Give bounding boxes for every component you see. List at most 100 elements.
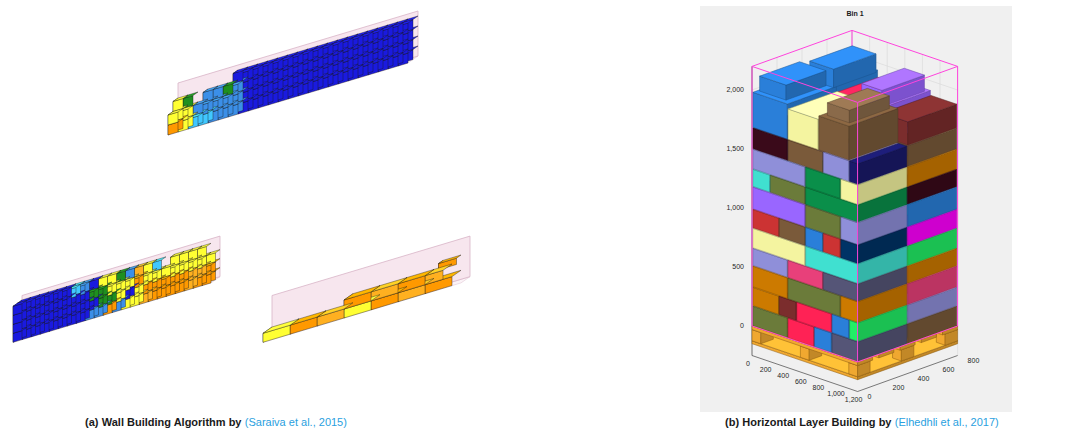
box-top [344,286,380,300]
box-top [862,68,925,90]
axis-line [752,66,753,355]
box-top [126,265,140,271]
caption-tag: (a) [85,416,98,428]
plot-title: Bin 1 [846,10,863,18]
axis-tick: 400 [777,372,789,380]
grid-line [957,66,958,355]
box-top [373,25,388,32]
box-top [108,270,122,276]
box-front [850,320,858,341]
bin-wire-front [752,30,958,362]
box-top [827,88,889,110]
box-top [72,281,86,287]
caption-row: (b)Horizontal Layer Building by(Elhedhli… [725,416,1002,428]
bin-edge [752,30,852,66]
bin-edge [858,66,958,102]
box-top [303,46,318,53]
container-floor [168,56,418,135]
container-wall [272,236,470,336]
bin-edge [852,30,958,66]
box-top [398,269,434,283]
box-top [383,22,398,29]
caption-tag: (b) [725,416,739,428]
box-top [198,243,212,249]
bin-edge [857,102,858,362]
box-top [393,19,408,26]
axis-tick: 800 [968,357,980,365]
citation: (Elhedhli et al., 2017) [895,416,999,428]
box-top [425,264,452,276]
box-top [183,92,198,99]
container-wall [22,236,220,336]
cargo-box [13,300,27,315]
box-top [313,43,328,50]
box-top [333,37,348,44]
box-front [850,161,858,184]
plot-grid [752,30,958,391]
axis-tick: 200 [893,384,905,392]
bin-box [760,62,826,100]
box-top [263,319,299,333]
box-top [810,46,876,69]
box-top [18,297,32,303]
axis-tick: 600 [943,366,955,374]
box-top [439,255,462,264]
axis-tick: 1,200 [845,396,863,404]
box-top [283,52,298,59]
box-top [171,251,185,257]
box-top [353,31,368,38]
bin-boxes [752,46,958,380]
bin-edge [752,66,858,102]
container-illustration [13,236,220,342]
container-illustration [168,11,418,135]
cargo-box [290,311,326,334]
axis-tick: 1,000 [827,390,845,398]
axis-tick: 600 [795,378,807,386]
axis-tick: 0 [746,360,750,368]
bin-edge [957,66,958,326]
caption-row: (a) Wall Building Algorithm by(Saraiva et… [85,416,350,428]
caption-text: Wall Building Algorithm by [102,416,242,428]
box-top [233,67,248,74]
box-top [323,40,338,47]
cargo-box [371,278,407,301]
cargo-box [263,319,299,342]
box-top [81,278,95,284]
box-top [213,83,228,90]
box-top [135,262,149,268]
box-top [63,284,77,290]
box-top [117,268,131,274]
box-top [153,257,167,263]
citation: (Saraiva et al., 2015) [245,416,347,428]
box-top [207,250,221,256]
box-top [162,263,176,269]
bin-plot [700,6,1012,412]
box-top [760,62,826,85]
box-top [27,295,41,301]
box-top [45,289,59,295]
bin-edge [752,326,858,362]
box-top [243,64,258,71]
cargo-box [344,286,380,309]
bin-box [827,88,889,123]
box-top [290,311,326,325]
container-illustration [263,236,470,342]
axis-tick: 2,000 [726,86,744,94]
axis-tick: 800 [813,384,825,392]
cargo-box [317,303,353,326]
box-top [343,34,358,41]
box-top [144,260,158,266]
axis-tick: 1,500 [726,145,744,153]
box-top [90,276,104,282]
box-top [189,246,203,252]
box-top [99,273,113,279]
plot-background [700,6,1012,412]
box-top [363,28,378,35]
box-top [168,109,183,116]
container-wall [178,11,418,128]
box-top [293,49,308,56]
axis-tick: 0 [740,322,744,330]
axis-tick: 500 [732,263,744,271]
